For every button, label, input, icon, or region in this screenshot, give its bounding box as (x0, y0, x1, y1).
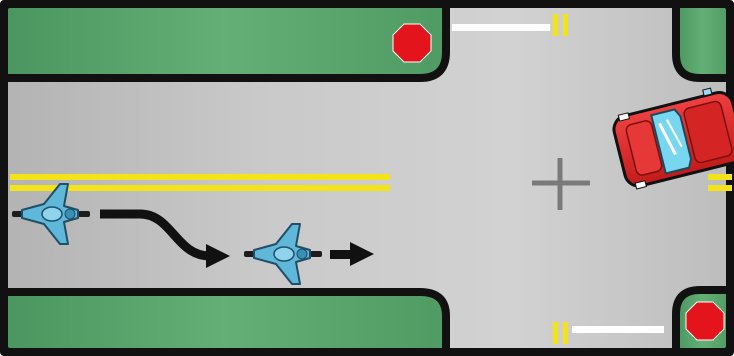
car-icon (612, 87, 734, 190)
motorcycle-icon (244, 223, 322, 285)
motorcycle-icon (12, 183, 90, 245)
yellow-stub-top-b (563, 14, 568, 36)
grass-top-left (0, 0, 450, 82)
curved-arrow-icon (100, 209, 230, 268)
yellow-stub-top-a (553, 14, 558, 36)
stop-sign-icon (685, 301, 725, 341)
stop-line-top (452, 24, 550, 31)
center-line-lower (10, 185, 390, 191)
grass-bottom-left (0, 288, 450, 356)
stop-sign-icon (392, 23, 432, 63)
yellow-stub-bottom-a (553, 322, 558, 344)
yellow-stub-bottom-b (563, 322, 568, 344)
plus-icon (532, 158, 590, 210)
center-line-right-upper (708, 174, 732, 180)
arrow-right-icon (330, 242, 374, 266)
center-line-upper (10, 174, 390, 180)
center-line-right-lower (708, 185, 732, 191)
grass-top-right (672, 0, 734, 82)
stop-line-bottom (572, 326, 664, 333)
